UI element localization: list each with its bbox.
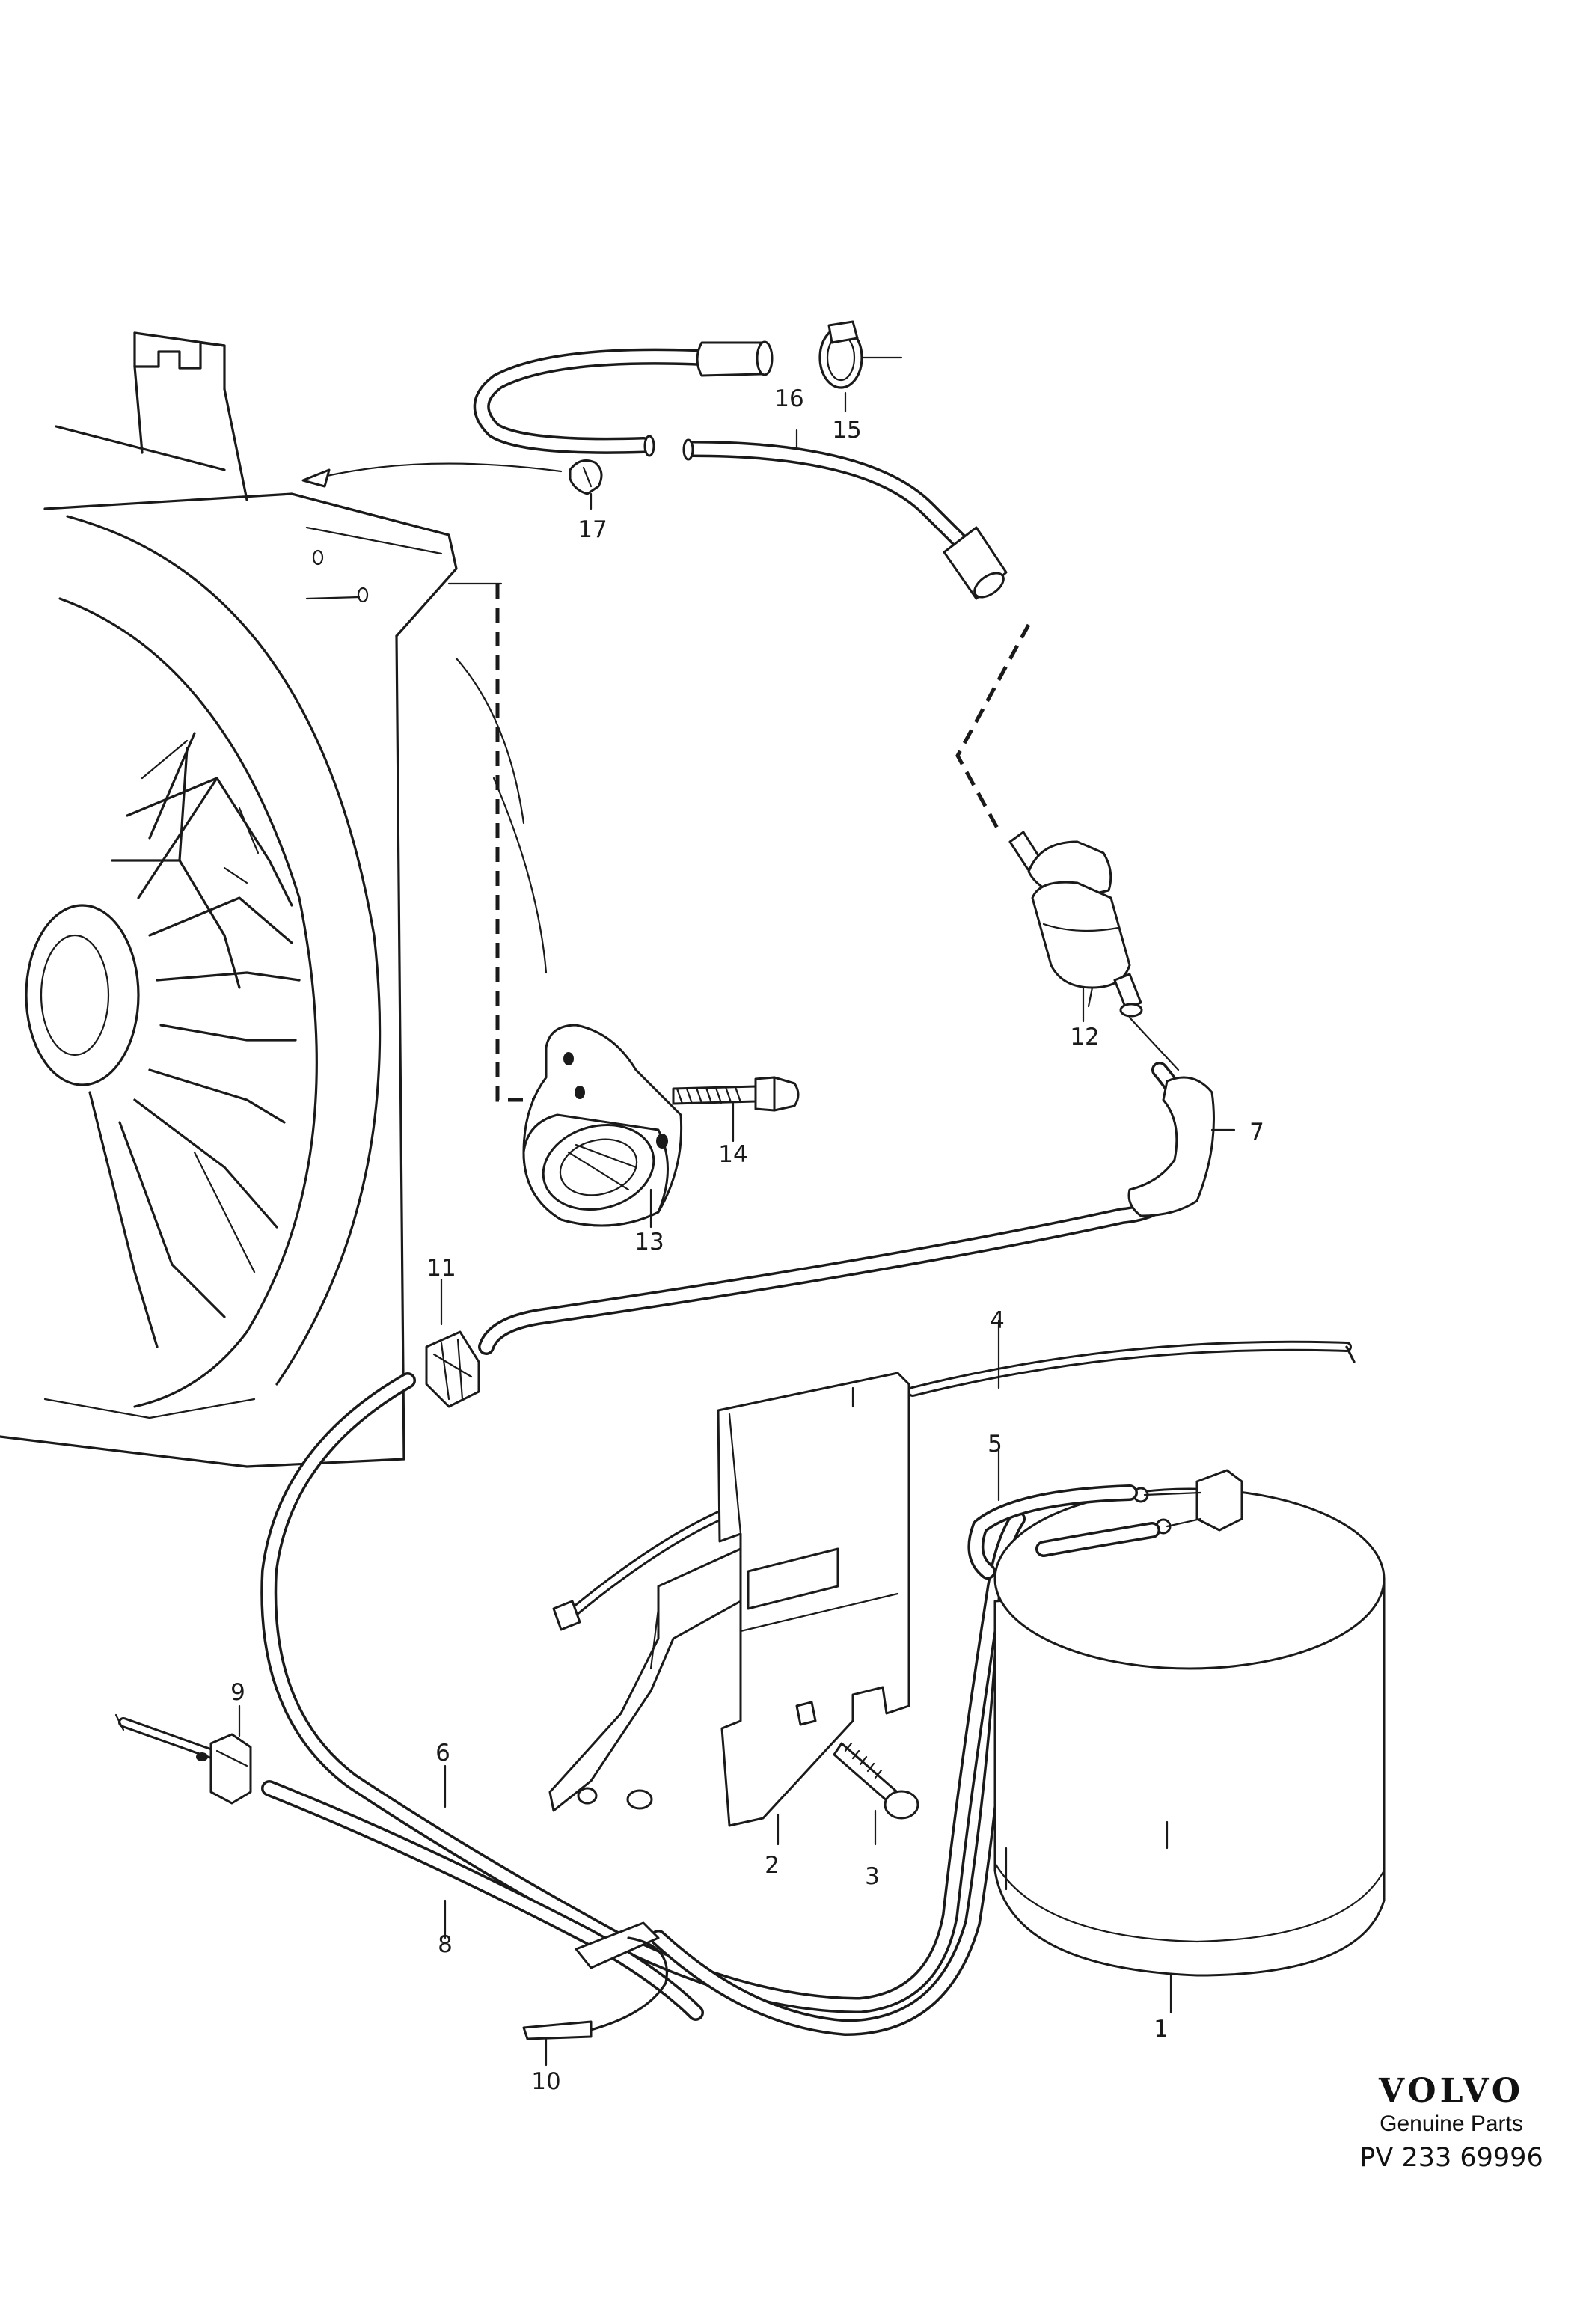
fuel-filter-12 (1008, 831, 1180, 1071)
callout-2: 2 (765, 1852, 780, 1879)
clip-17 (569, 459, 603, 495)
fan-shroud (0, 331, 563, 1468)
brand-subtitle: Genuine Parts (1380, 2112, 1523, 2136)
callout-11: 11 (426, 1255, 456, 1282)
callout-9: 9 (230, 1679, 245, 1706)
hose-clamp-15 (818, 320, 903, 389)
callout-labels: 1 2 3 4 5 6 7 8 9 10 11 12 13 14 15 16 1… (230, 385, 1264, 2095)
callout-14: 14 (718, 1141, 747, 1168)
bracket-13 (522, 1024, 683, 1227)
callout-15: 15 (832, 417, 861, 444)
callout-6: 6 (435, 1740, 450, 1767)
callout-3: 3 (865, 1863, 880, 1890)
callout-7: 7 (1249, 1119, 1264, 1146)
callout-16: 16 (774, 385, 803, 412)
hose-7 (478, 1062, 1236, 1355)
callout-10: 10 (531, 2068, 560, 2095)
bracket-2 (548, 1372, 910, 1827)
brand-name: VOLVO (1378, 2072, 1525, 2110)
diagram-reference: PV 233 69996 (1359, 2143, 1543, 2173)
clip-9 (196, 1733, 252, 1805)
volvo-genuine-parts-logo: VOLVO Genuine Parts PV 233 69996 (1347, 2073, 1556, 2174)
callout-13: 13 (634, 1229, 664, 1256)
callout-8: 8 (438, 1931, 453, 1958)
bolt-14 (672, 1076, 800, 1112)
callout-5: 5 (988, 1431, 1002, 1458)
callout-17: 17 (578, 516, 607, 543)
hose-8 (114, 1713, 704, 2021)
leader-lines (238, 391, 1172, 2067)
callout-1: 1 (1154, 2016, 1169, 2043)
hose-4 (552, 1340, 1356, 1631)
hose-16 (473, 340, 1031, 832)
callout-12: 12 (1070, 1024, 1099, 1051)
callout-4: 4 (990, 1307, 1005, 1334)
hose-5 (967, 1484, 1160, 1580)
cable-tie-10 (522, 1921, 668, 2040)
hose-6 (260, 1372, 1056, 2036)
clip-11 (425, 1330, 480, 1408)
screw-3 (833, 1742, 919, 1820)
